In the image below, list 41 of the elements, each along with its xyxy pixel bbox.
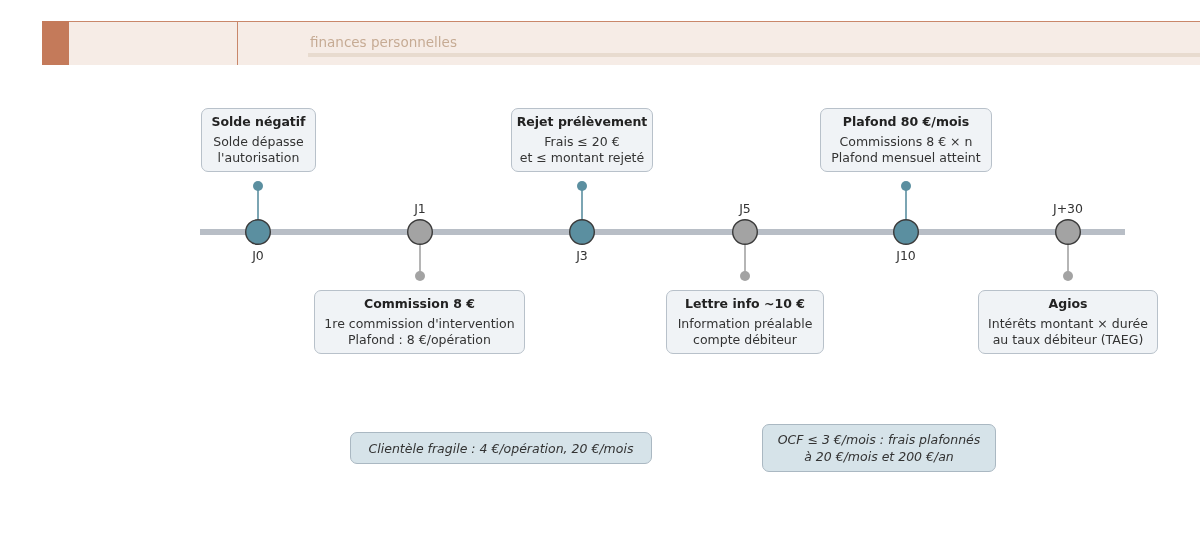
card-title: Rejet prélèvement xyxy=(516,114,648,130)
stem-line xyxy=(740,244,750,281)
event-card xyxy=(511,108,653,172)
stem-line xyxy=(901,181,911,220)
event-card xyxy=(820,108,992,172)
event-card xyxy=(314,290,525,354)
card-title: Agios xyxy=(1048,296,1088,312)
milestone-circle xyxy=(245,219,271,245)
milestone-circle xyxy=(1055,219,1081,245)
milestone-label: J1 xyxy=(414,201,426,216)
card-title: Commission 8 € xyxy=(364,296,475,312)
card-title: Plafond 80 €/mois xyxy=(842,114,970,130)
milestone-label: J5 xyxy=(739,201,751,216)
card-text: Information préalable compte débiteur xyxy=(677,316,813,348)
milestone-circle xyxy=(407,219,433,245)
milestone-label: J0 xyxy=(252,248,264,263)
stem-line xyxy=(415,244,425,281)
milestone-label: J+30 xyxy=(1052,201,1084,216)
stem-line xyxy=(577,181,587,220)
note-box xyxy=(762,424,996,472)
milestone-label: J10 xyxy=(896,248,916,263)
card-text: Solde dépasse l'autorisation xyxy=(213,134,304,166)
card-text: Commissions 8 € × n Plafond mensuel atteint xyxy=(831,134,981,166)
note-box xyxy=(350,432,652,464)
note-text: OCF ≤ 3 €/mois : frais plafonnés à 20 €/mois et 200 €/an xyxy=(777,431,981,465)
stem-line xyxy=(253,181,263,220)
event-card xyxy=(201,108,316,172)
card-title: Lettre info ~10 € xyxy=(685,296,805,312)
milestone-label: J3 xyxy=(576,248,588,263)
card-text: Intérêts montant × durée au taux débiteur (TAEG) xyxy=(988,316,1148,348)
header-tagline: finances personnelles xyxy=(310,34,457,51)
event-card xyxy=(666,290,824,354)
stem-line xyxy=(1063,244,1073,281)
milestone-circle xyxy=(569,219,595,245)
card-text: 1re commission d'intervention Plafond : 8 €/opération xyxy=(324,316,515,348)
card-title: Solde négatif xyxy=(211,114,306,130)
note-text: Clientèle fragile : 4 €/opération, 20 €/mois xyxy=(368,439,634,457)
event-card xyxy=(978,290,1158,354)
card-text: Frais ≤ 20 € et ≤ montant rejeté xyxy=(519,134,645,166)
milestone-circle xyxy=(893,219,919,245)
milestone-circle xyxy=(732,219,758,245)
